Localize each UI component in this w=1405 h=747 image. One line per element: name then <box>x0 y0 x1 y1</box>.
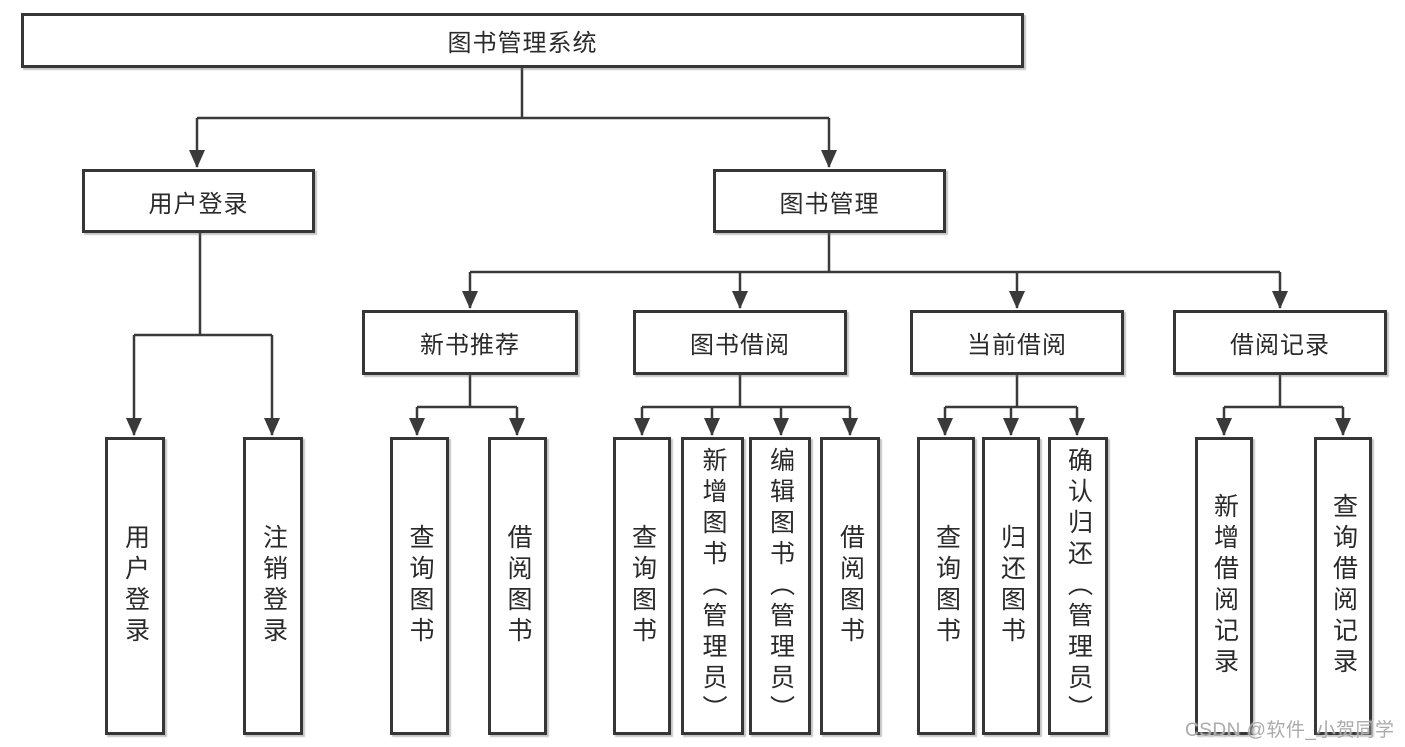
node-book-borrowing: 图书借阅 <box>633 310 847 375</box>
leaf-query-books-recommend: 查询图书 <box>390 437 449 735</box>
node-book-management: 图书管理 <box>713 169 946 233</box>
leaf-logout: 注销登录 <box>243 437 303 735</box>
watermark: CSDN @软件_小贺同学 <box>1185 720 1395 741</box>
leaf-borrow-books-recommend: 借阅图书 <box>488 437 547 735</box>
node-library-management-system: 图书管理系统 <box>21 13 1024 68</box>
leaf-user-login: 用户登录 <box>105 437 165 735</box>
node-user-login: 用户登录 <box>82 169 315 233</box>
leaf-query-borrow-record: 查询借阅记录 <box>1314 437 1372 735</box>
leaf-confirm-return-admin: 确认归还（管理员） <box>1048 437 1108 735</box>
leaf-return-books: 归还图书 <box>982 437 1040 735</box>
leaf-borrow-books: 借阅图书 <box>820 437 880 735</box>
leaf-query-books-current: 查询图书 <box>917 437 975 735</box>
leaf-add-books-admin: 新增图书（管理员） <box>681 437 744 735</box>
node-current-borrowing: 当前借阅 <box>910 310 1124 375</box>
node-new-book-recommendation: 新书推荐 <box>362 310 578 375</box>
node-borrowing-records: 借阅记录 <box>1173 310 1387 375</box>
leaf-add-borrow-record: 新增借阅记录 <box>1195 437 1253 735</box>
leaf-query-books-borrow: 查询图书 <box>613 437 671 735</box>
leaf-edit-books-admin: 编辑图书（管理员） <box>749 437 811 735</box>
